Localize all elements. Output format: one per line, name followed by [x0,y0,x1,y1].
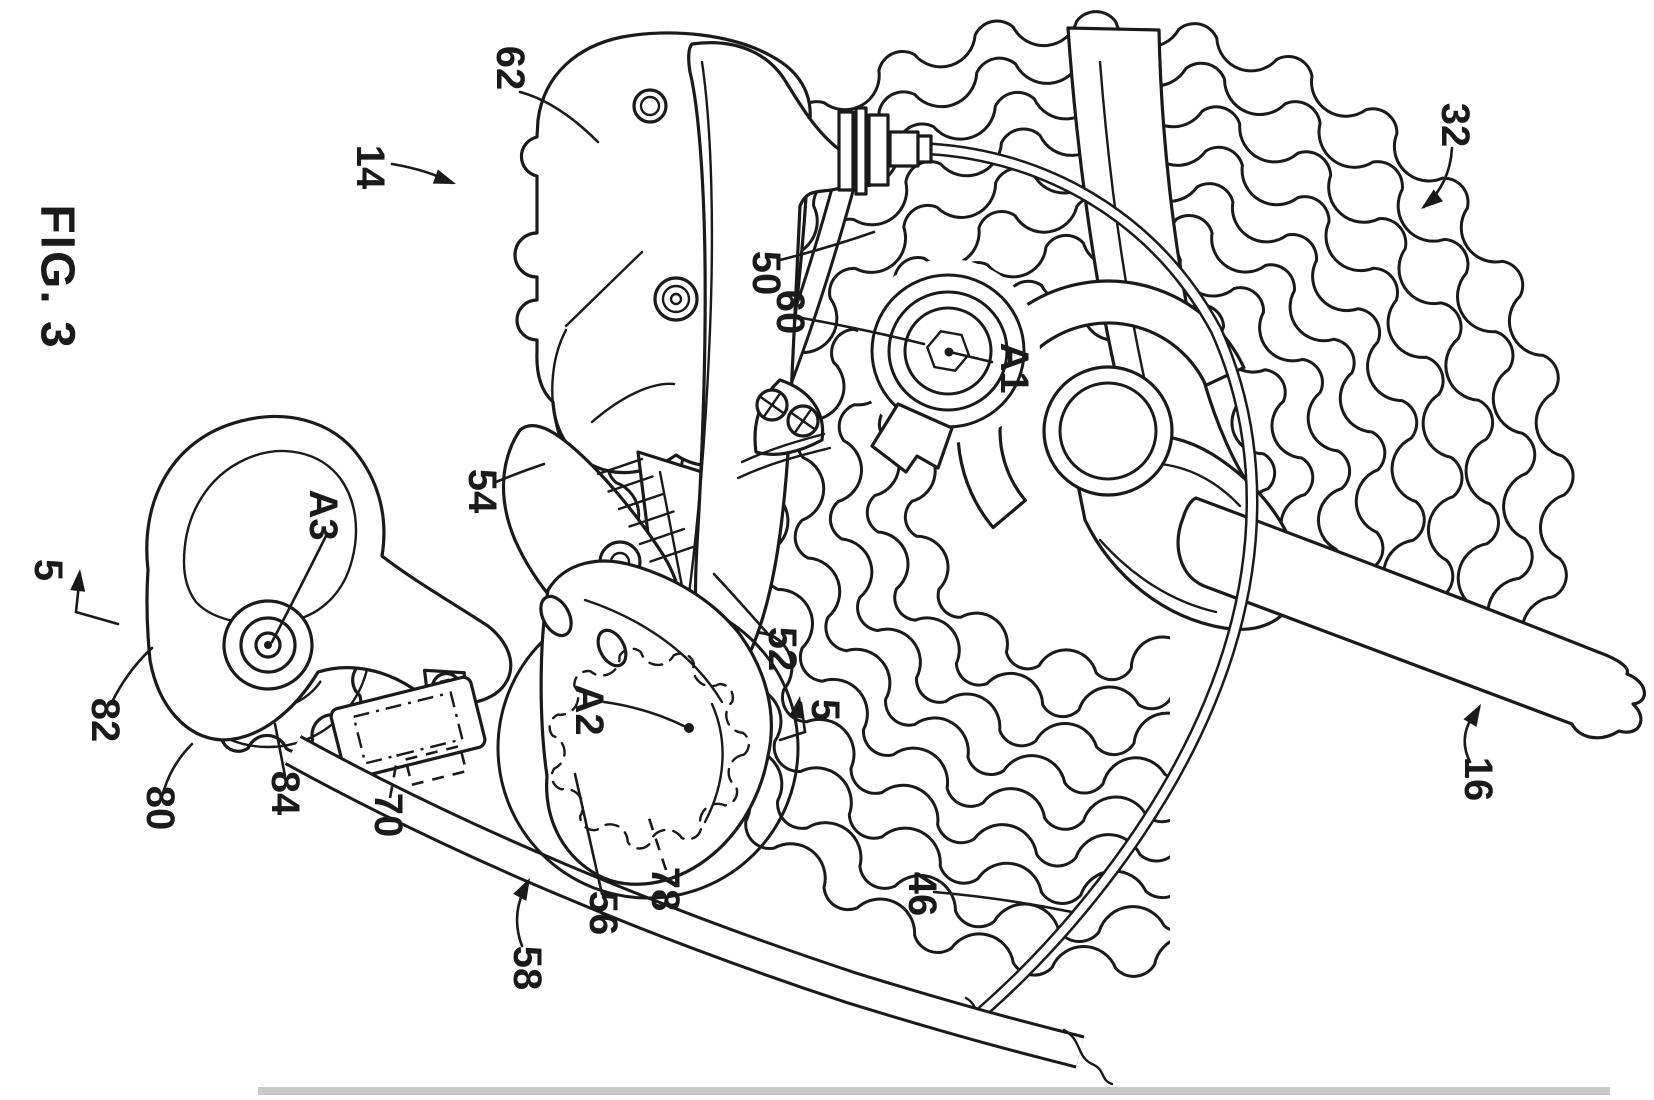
axis-a1-point [944,347,954,357]
pivot-bolt-upper [632,88,668,124]
bolt-ring2 [887,290,1009,412]
movable-member-contour2 [703,702,724,824]
cage-plate-cutout [182,449,358,626]
arrowhead-icon [432,169,456,184]
bolt-hex-icon [925,329,971,373]
ref-label-62: 62 [488,46,532,91]
ref-label-52: 52 [760,627,804,672]
hub-inner-circle [1058,381,1158,481]
axis-a3-point [264,641,272,649]
motor-unit [329,668,487,787]
leader-62 [518,90,600,144]
bolt-ring3 [903,306,993,396]
leader-70 [388,753,400,799]
phillips-cross-icon [789,407,817,435]
motor-hidden-lower [403,744,468,787]
ref-label-58: 58 [505,946,549,991]
leader-a3 [270,534,328,644]
frame-chainstay [1176,496,1646,740]
barrel-tip [916,134,933,164]
leader-82 [110,646,154,704]
ref-label-70: 70 [366,793,410,838]
leader-54 [494,462,546,484]
ref-label-32: 32 [1433,103,1477,148]
link-band-line [740,432,826,464]
barrel-flange3 [867,113,890,187]
coil-spring [596,457,696,563]
pivot-bolt-upper-inner [639,95,661,117]
ref-label-78: 78 [643,867,687,912]
leader-60 [800,316,926,346]
ref-label-16: 16 [1456,757,1500,802]
arrowhead-icon [1463,704,1481,727]
leader-a2 [602,700,688,729]
pivot-bolt-lower [653,276,699,322]
chain-break-line [1062,1028,1114,1086]
pulley-hub [222,599,314,691]
motor-hidden-outline [352,691,464,765]
leader-46 [932,890,1074,914]
ref-label-84: 84 [263,771,307,816]
ref-label-46: 46 [900,872,944,917]
ref-label-50: 50 [744,251,788,296]
outer-link-plate [687,41,842,676]
pivot-bolt-lower-center [669,292,683,306]
movable-member-contour1 [583,598,724,704]
ref-label-a3: A3 [301,489,345,540]
arrowhead-icon [70,569,86,592]
axis-a2-point [684,723,694,733]
phillips-cross-icon [758,391,786,419]
page-edge-line [258,1087,1610,1095]
leader-50 [778,230,876,262]
motor-housing [329,675,487,781]
mounting-bolt-a1 [856,259,1040,474]
ref-label-56: 56 [581,891,625,936]
ref-label-a1: A1 [992,342,1036,393]
base-member-contour3 [590,382,676,424]
ref-label-54: 54 [460,469,504,514]
ref-label-60: 60 [768,290,812,335]
frame-junction-contour2 [1098,538,1218,614]
outer-link [686,41,842,676]
ref-label-80: 80 [138,786,182,831]
hanger-tab [870,402,954,474]
leader-84 [273,722,287,778]
base-member-contour1 [564,250,644,328]
leader-lines [70,90,1481,948]
cable-adjust-barrel [837,106,933,196]
reference-labels: FIG. 3 62 14 32 50 60 A1 54 A3 5 82 80 8… [26,46,1500,991]
hub-outer-circle [1042,365,1174,497]
ref-label-5-right: 5 [803,699,847,721]
chain-lower-run [293,750,1114,1086]
leader-78 [645,811,668,871]
ref-label-14: 14 [348,145,392,190]
barrel-flange1 [837,110,855,192]
leader-52 [712,572,770,636]
ref-label-82: 82 [83,698,127,743]
plate-hole1 [539,594,573,638]
link-band-line2 [736,446,832,480]
arrowhead-icon [788,696,804,719]
barrel-flange2 [854,106,868,196]
arrowhead-icon [1421,189,1443,209]
outer-link-contour [686,60,714,604]
leader-80 [162,742,194,792]
arrowhead-icon [513,878,530,901]
leader-a1 [952,351,994,364]
pivot-bolt-lower-mid [661,284,691,314]
base-member-contour2 [551,328,568,440]
ref-label-5-left: 5 [26,559,70,581]
guide-gear-hidden-teeth [548,647,751,850]
barrel-stem [888,130,920,168]
ref-label-a2: A2 [567,684,611,735]
leader-56 [573,772,604,896]
figure-title: FIG. 3 [31,204,84,349]
